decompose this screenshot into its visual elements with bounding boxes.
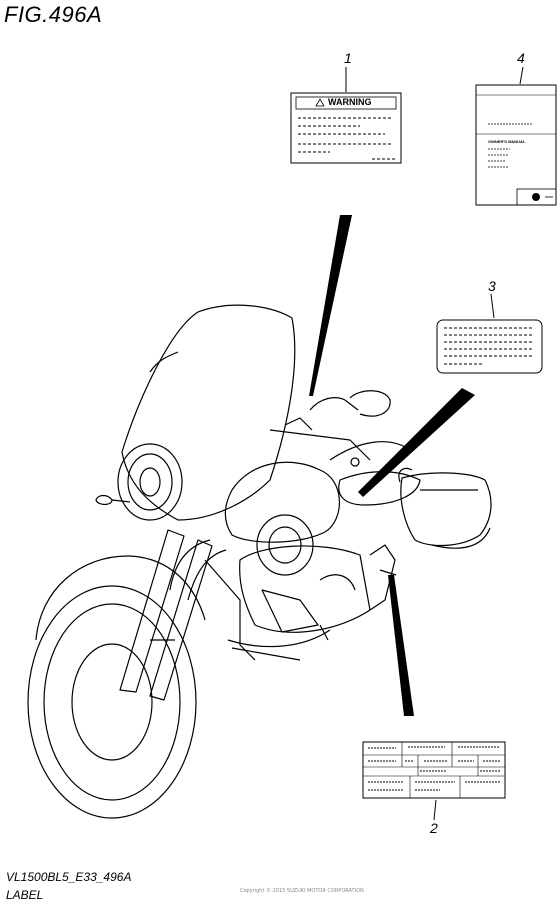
info-label-part-3 xyxy=(436,319,543,374)
callout-3: 3 xyxy=(488,278,496,294)
owners-manual-part-4 xyxy=(475,84,557,206)
spec-table-label-part-2 xyxy=(362,741,506,799)
callout-1: 1 xyxy=(344,50,352,66)
leader-label-2 xyxy=(388,575,414,716)
callout-2: 2 xyxy=(430,820,438,836)
model-code: VL1500BL5_E33_496A xyxy=(6,870,132,884)
leader-label-3 xyxy=(358,388,475,497)
warning-label-heading: WARNING xyxy=(328,97,372,107)
callout-4: 4 xyxy=(517,50,525,66)
warning-label-part-1 xyxy=(290,92,402,164)
figure-title: FIG.496A xyxy=(4,2,103,27)
section-name: LABEL xyxy=(6,888,44,902)
motorcycle-illustration xyxy=(27,304,492,819)
manual-title: OWNER'S MANUAL xyxy=(488,139,526,144)
copyright-notice: Copyright © 2015 SUZUKI MOTOR CORPORATIO… xyxy=(240,888,364,894)
leader-label-1 xyxy=(309,215,352,396)
